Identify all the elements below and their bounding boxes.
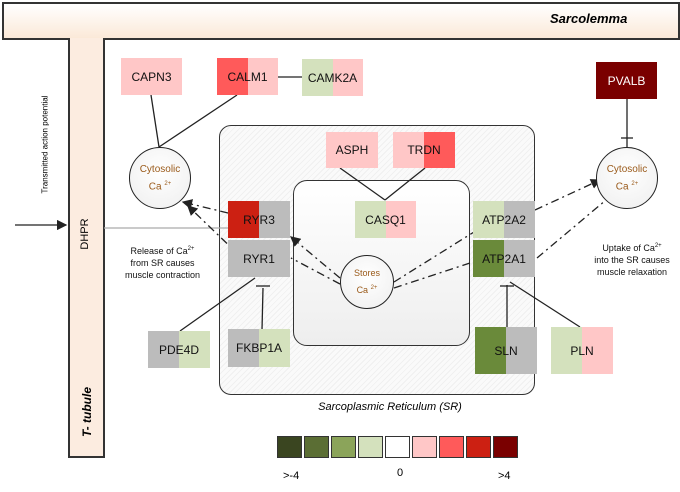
cytosolic-ca-left: Cytosolic Ca 2+ [129,147,191,209]
gene-label: PDE4D [158,342,199,357]
gene-pde4d: PDE4D [148,331,210,368]
gene-label: SLN [494,343,518,358]
gene-label: CASQ1 [365,212,406,227]
stores-label: Stores [353,268,380,278]
legend-min: >-4 [283,470,300,482]
gene-label: CAPN3 [131,69,172,84]
legend-swatch [439,436,464,458]
cytosolic-ca-right: Cytosolic Ca 2+ [596,147,658,209]
legend-swatch [304,436,329,458]
gene-ryr3: RYR3 [228,201,290,238]
ca-label: Ca 2+ [148,180,172,193]
expression-left [228,329,259,367]
expression-left [121,58,152,95]
legend-swatch [493,436,518,458]
t-tubule-bar [68,38,105,458]
legend-mid: 0 [397,467,404,479]
gene-atp2a2: ATP2A2 [473,201,535,238]
legend-swatch [277,436,302,458]
stores-ca: Stores Ca 2+ [340,255,394,309]
expression-right [259,329,290,367]
expression-right [424,132,455,168]
gene-label: FKBP1A [235,341,283,355]
expression-right [504,240,535,277]
gene-pvalb: PVALB [596,62,657,99]
ca-label: Ca 2+ [356,285,378,295]
expression-left [217,58,248,95]
gene-label: TRDN [407,143,441,157]
gene-camk2a: CAMK2A [302,59,363,96]
expression-right [582,327,613,374]
expression-right [151,58,182,95]
expression-left [228,240,259,277]
sarcolemma-label: Sarcolemma [550,11,628,26]
expression-left [302,59,333,96]
expression-left [228,201,259,238]
gene-label: RYR1 [243,251,275,266]
gene-label: ATP2A1 [482,251,526,266]
gene-label: ATP2A2 [482,212,526,227]
gene-capn3: CAPN3 [121,58,182,95]
cytosolic-label: Cytosolic [606,163,648,175]
expression-left [473,201,504,238]
gene-label: PVALB [607,73,646,88]
expression-right [626,62,657,99]
gene-label: PLN [570,343,594,358]
gene-sln: SLN [475,327,537,374]
legend-swatch [331,436,356,458]
sr-label: Sarcoplasmic Reticulum (SR) [318,401,462,413]
sarcolemma-bar [2,2,680,40]
expression-left [148,331,179,368]
expression-left [326,132,352,168]
legend-swatch [466,436,491,458]
gene-asph: ASPH [326,132,378,168]
expression-left [596,62,627,99]
gene-label: CALM1 [227,69,268,84]
expression-left [355,201,386,238]
gene-label: RYR3 [243,212,275,227]
expression-left [393,132,424,168]
expression-right [259,240,290,277]
expression-right [504,201,535,238]
gene-label: ASPH [335,143,369,157]
gene-label: CAMK2A [307,70,358,85]
expression-right [247,58,278,95]
gene-pln: PLN [551,327,613,374]
gene-atp2a1: ATP2A1 [473,240,535,277]
expression-left [551,327,582,374]
expression-right [352,132,378,168]
legend-swatch [412,436,437,458]
expression-right [332,59,363,96]
gene-trdn: TRDN [393,132,455,168]
expression-right [506,327,537,374]
expression-left [475,327,506,374]
expression-left [473,240,504,277]
gene-fkbp1a: FKBP1A [228,329,290,367]
expression-right [259,201,290,238]
gene-casq1: CASQ1 [355,201,416,238]
cytosolic-label: Cytosolic [139,163,181,175]
ca-label: Ca 2+ [615,180,639,193]
gene-calm1: CALM1 [217,58,278,95]
gene-ryr1: RYR1 [228,240,290,277]
expression-right [179,331,210,368]
legend-swatch [358,436,383,458]
legend-swatch [385,436,410,458]
expression-right [385,201,416,238]
legend-max: >4 [498,470,511,482]
